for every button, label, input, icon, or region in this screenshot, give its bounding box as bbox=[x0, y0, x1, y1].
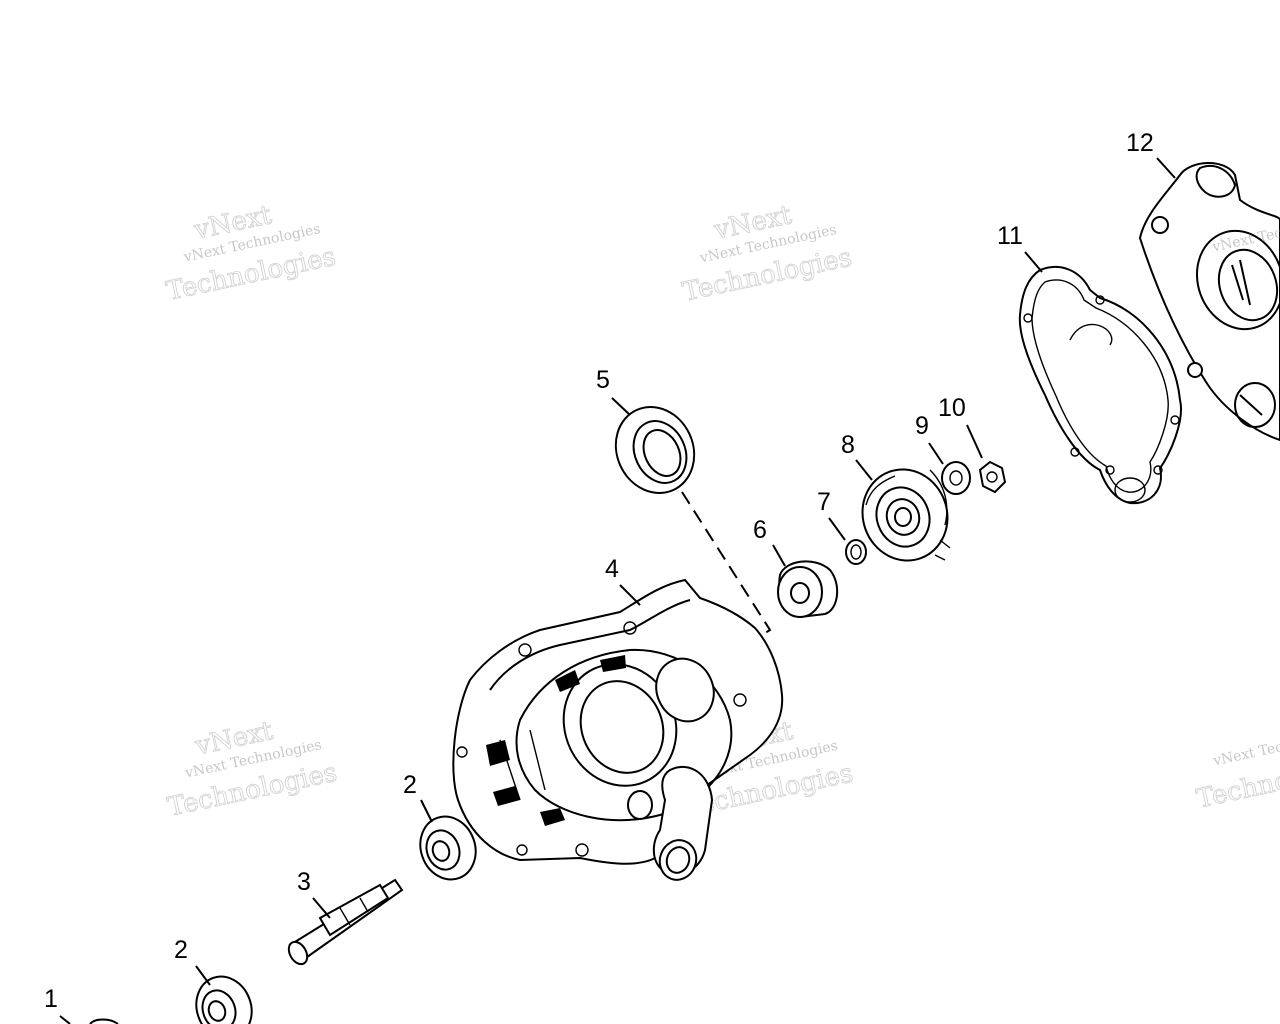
callout-7: 7 bbox=[817, 488, 831, 516]
callout-11: 11 bbox=[997, 222, 1023, 250]
callout-10: 10 bbox=[938, 394, 966, 422]
part-11-gasket bbox=[1018, 265, 1182, 505]
callout-1: 1 bbox=[44, 985, 58, 1013]
part-8-impeller bbox=[861, 468, 951, 562]
callout-3: 3 bbox=[297, 868, 311, 896]
part-3-shaft bbox=[287, 878, 404, 966]
watermark-right-bottom: vNext Technologies Technologies bbox=[1194, 725, 1280, 815]
watermark-top-left: vNext vNext Technologies Technologies bbox=[163, 200, 338, 308]
part-2-bearing-upper bbox=[419, 815, 477, 881]
part-5-seal bbox=[614, 406, 696, 494]
watermark-bottom-left: vNext vNext Technologies Technologies bbox=[165, 715, 340, 823]
callout-4: 4 bbox=[605, 555, 619, 583]
callout-9: 9 bbox=[915, 412, 929, 440]
svg-text:vNext Technologies: vNext Technologies bbox=[1211, 725, 1280, 770]
callout-6: 6 bbox=[753, 516, 767, 544]
callout-8: 8 bbox=[841, 431, 855, 459]
watermark-top-center: vNext vNext Technologies Technologies bbox=[679, 200, 854, 309]
callout-12: 12 bbox=[1126, 129, 1154, 157]
callout-2-upper: 2 bbox=[403, 771, 417, 799]
part-10-nut bbox=[978, 460, 1007, 494]
callout-2-lower: 2 bbox=[174, 936, 188, 964]
part-1-cropped bbox=[89, 1018, 119, 1024]
part-2-bearing-lower bbox=[195, 975, 253, 1024]
part-4-pump-housing bbox=[452, 578, 784, 881]
part-9-washer bbox=[941, 461, 971, 495]
part-12-pump-cover bbox=[1138, 162, 1280, 442]
part-7-o-ring bbox=[845, 539, 867, 565]
leader-lines bbox=[59, 157, 1176, 1024]
callout-5: 5 bbox=[596, 366, 610, 394]
part-6-bushing bbox=[777, 560, 839, 619]
